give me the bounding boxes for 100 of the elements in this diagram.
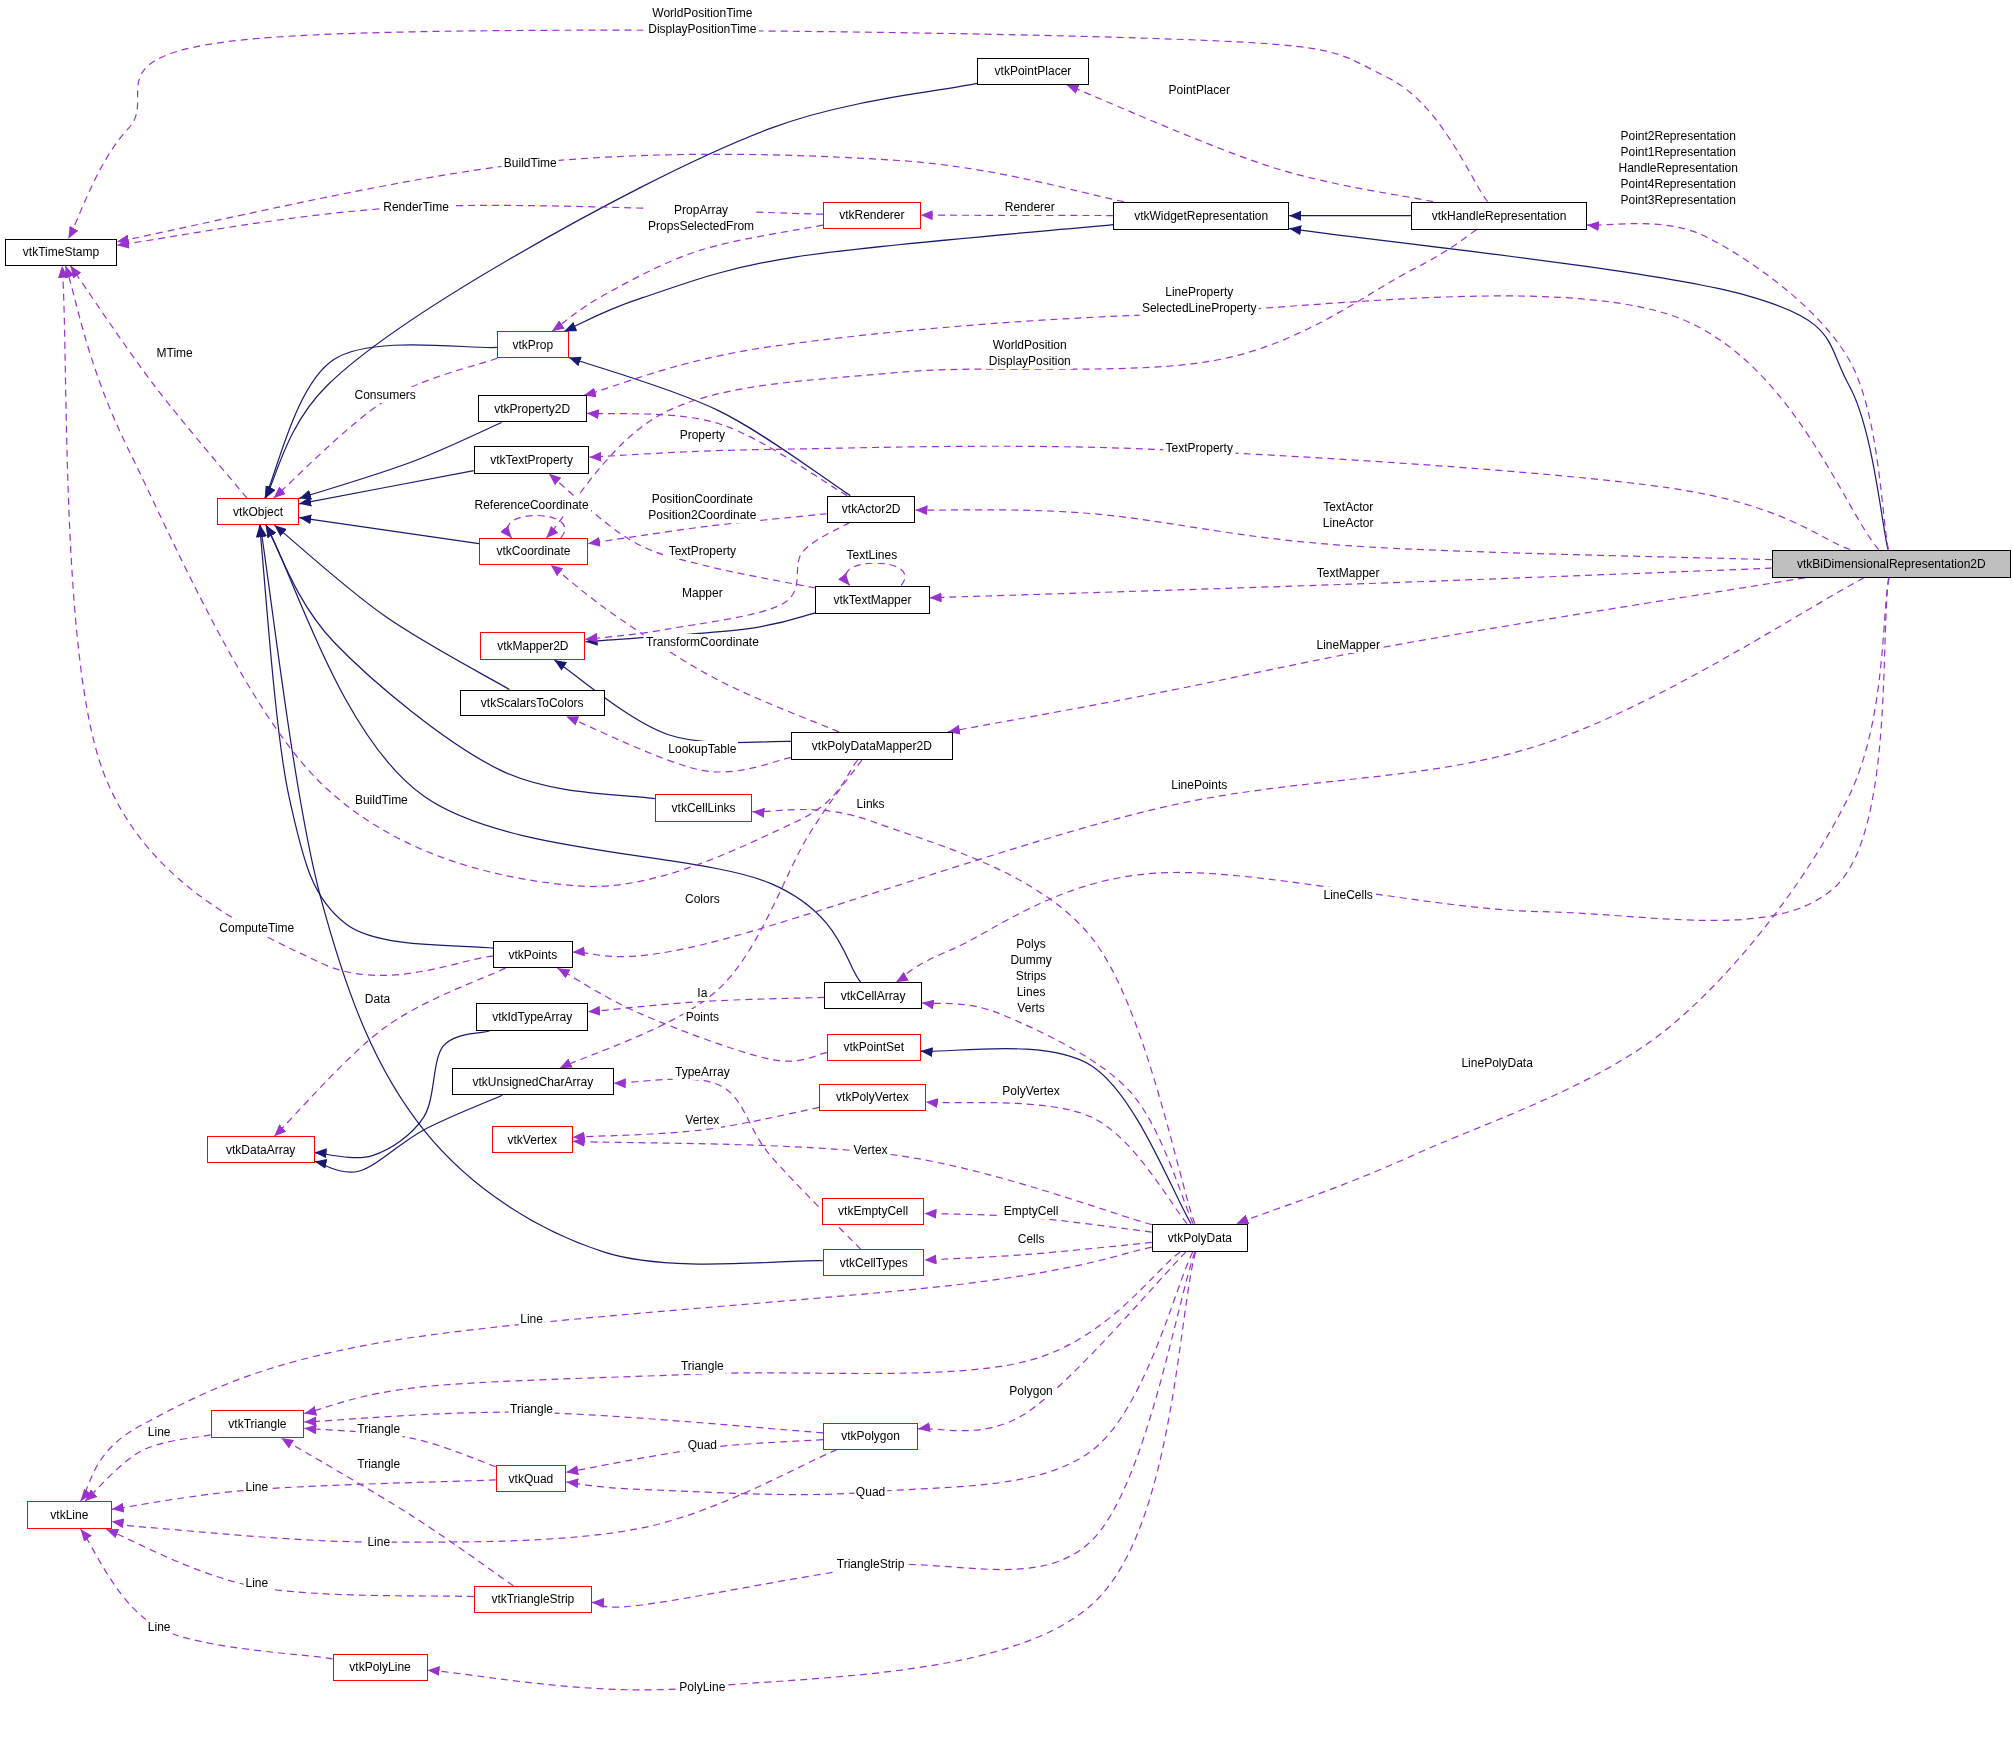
arrow (111, 1449, 838, 1543)
class-box: vtkPolyData (1151, 1223, 1249, 1252)
edge-label: Line (243, 1575, 271, 1592)
class-box: vtkTextProperty (473, 445, 590, 474)
arrow (914, 505, 1773, 561)
arrow (839, 562, 906, 587)
arrow (572, 577, 1865, 958)
arrow (545, 229, 1477, 539)
arrow (586, 408, 848, 497)
class-box: vtkVertex (491, 1126, 573, 1153)
class-box: vtkIdTypeArray (476, 1002, 589, 1032)
arrow (587, 513, 828, 547)
arrow (313, 1094, 503, 1173)
edge-label: Mapper (680, 585, 725, 602)
class-box: vtkPointSet (826, 1033, 921, 1061)
class-box: vtkScalarsToColors (459, 689, 605, 717)
arrow (613, 1077, 862, 1250)
class-box: vtkQuad (495, 1465, 567, 1492)
arrow (565, 1439, 824, 1476)
arrow (563, 224, 1114, 332)
edge-label: Triangle (678, 1358, 726, 1375)
arrow (921, 998, 1194, 1225)
arrow (920, 210, 1114, 221)
arrow (917, 1251, 1187, 1434)
arrow (273, 524, 510, 691)
arrow (920, 1046, 1192, 1225)
class-box: vtkActor2D (826, 495, 916, 523)
class-box: vtkHandleRepresentation (1411, 201, 1587, 230)
arrow (550, 564, 840, 733)
arrow (79, 1528, 334, 1660)
edge-label: PolyLine (677, 1679, 728, 1696)
arrow (501, 514, 566, 539)
class-box: vtkEmptyCell (821, 1197, 925, 1225)
arrow (1235, 577, 1890, 1225)
class-box: vtkProp (496, 331, 569, 359)
arrow (280, 1437, 514, 1587)
arrow (588, 445, 1851, 551)
arrow (273, 967, 507, 1137)
arrow (925, 1097, 1188, 1225)
class-box: vtkCellArray (824, 982, 922, 1010)
arrow (57, 265, 494, 976)
edge-label: LookupTable (666, 740, 739, 757)
class-box: vtkPolyVertex (819, 1083, 926, 1111)
arrow (255, 524, 494, 949)
arrow (572, 1106, 820, 1142)
arrow (548, 473, 816, 589)
arrow (257, 524, 824, 1265)
class-box: vtkObject (217, 498, 300, 526)
edge-label: LineProperty SelectedLineProperty (1139, 284, 1259, 317)
class-box: vtkPolygon (823, 1422, 919, 1450)
edge-label: WorldPosition DisplayPosition (986, 337, 1073, 370)
arrow (565, 1251, 1194, 1496)
arrow (923, 1241, 1153, 1265)
class-box: vtkRenderer (823, 201, 921, 229)
edge-label: Property (677, 427, 727, 444)
arrow (303, 1251, 1181, 1416)
arrow (583, 295, 1880, 551)
edge-label: PositionCoordinate Position2Coordinate (646, 491, 759, 524)
arrow (587, 996, 825, 1016)
arrow (265, 524, 862, 983)
class-box: vtkTextMapper (815, 585, 930, 614)
class-box: vtkPolyDataMapper2D (790, 731, 953, 761)
arrow (1065, 84, 1434, 203)
class-box: vtkPoints (493, 941, 573, 969)
arrow (1586, 220, 1889, 551)
class-box: vtkDataArray (206, 1136, 315, 1164)
edge-label: TransformCoordinate (643, 634, 761, 650)
class-box: vtkWidgetRepresentation (1113, 201, 1290, 230)
arrow (80, 1246, 1153, 1502)
arrow (584, 522, 851, 643)
arrow (69, 265, 248, 499)
edge-label: ComputeTime (217, 920, 297, 937)
arrow (568, 356, 851, 497)
arrow (116, 153, 1125, 245)
arrow (298, 421, 503, 500)
class-box: vtkTriangleStrip (473, 1585, 592, 1613)
class-box: vtkLine (26, 1501, 112, 1530)
class-box: vtkBiDimensionalRepresentation2D (1771, 549, 2011, 578)
arrow (105, 1528, 475, 1598)
class-box: vtkTriangle (210, 1409, 305, 1439)
arrow (591, 1251, 1196, 1609)
edge-label: PolyVertex (1000, 1083, 1062, 1100)
class-box: vtkMapper2D (480, 631, 586, 660)
arrow (551, 224, 824, 332)
arrow (298, 470, 475, 507)
arrow (264, 82, 978, 499)
arrow (556, 967, 828, 1062)
arrow (1288, 210, 1412, 221)
arrow (303, 1411, 824, 1434)
arrow (559, 759, 863, 1069)
class-box: vtkCellLinks (654, 793, 753, 822)
class-box: vtkCellTypes (823, 1249, 925, 1277)
arrow (572, 1136, 1153, 1226)
arrow (298, 514, 480, 545)
arrow (84, 1434, 212, 1502)
edge-label: Triangle (355, 1421, 403, 1438)
edge-label: LinePolyData (1459, 1055, 1535, 1072)
edge-label: Point2Representation Point1Representation HandleRepresentation Point4Representation Point3Representation (1616, 128, 1740, 209)
arrow (111, 1479, 497, 1513)
arrow (67, 29, 1489, 240)
